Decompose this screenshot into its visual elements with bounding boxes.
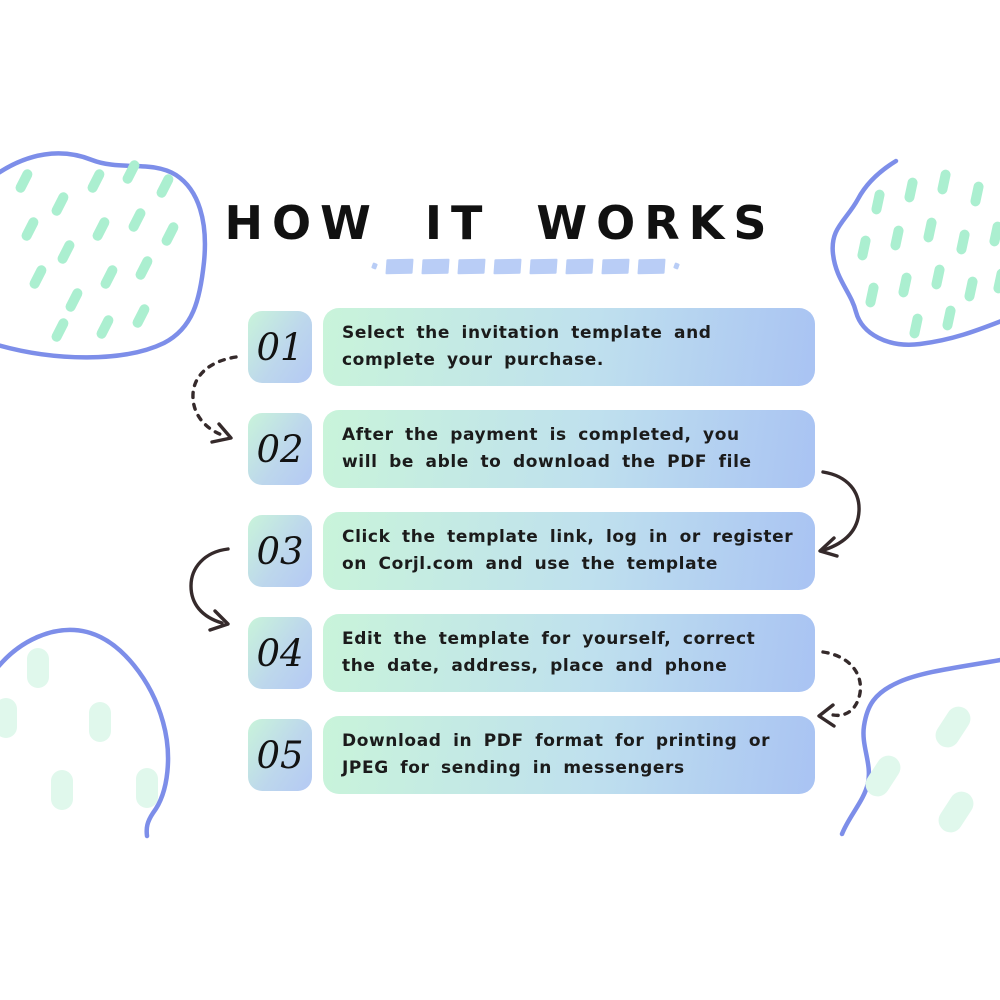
step-text-line: After the payment is completed, you	[342, 425, 740, 445]
step-number-badge-2: 02	[248, 413, 312, 485]
step-number-badge-3: 03	[248, 515, 312, 587]
step-description-box-1: Select the invitation template and compl…	[323, 308, 815, 386]
underline-segments	[385, 258, 666, 274]
step-text-line: Edit the template for yourself, correct	[342, 629, 756, 649]
step-text-line: JPEG for sending in messengers	[342, 758, 685, 778]
underline-segment	[601, 258, 630, 274]
blob-outline-top-left	[0, 151, 208, 360]
underline-segment	[493, 258, 522, 274]
underline-end-dot-right	[673, 262, 680, 270]
steps-list: 01 Select the invitation template and co…	[248, 308, 815, 818]
dashed-arrow-step1-step2-icon	[191, 355, 238, 444]
step-description-box-5: Download in PDF format for printing or J…	[323, 716, 815, 794]
step-text-line: Select the invitation template and	[342, 323, 712, 343]
step-text-line: the date, address, place and phone	[342, 656, 728, 676]
mint-dashes-top-right	[857, 169, 1000, 339]
underline-segment	[565, 258, 594, 274]
underline-segment	[457, 258, 486, 274]
blob-outline-bottom-right	[839, 657, 1000, 837]
step-row-1: 01 Select the invitation template and co…	[248, 308, 815, 386]
mint-dashes-top-left	[15, 160, 179, 342]
title-underline	[371, 257, 680, 275]
blob-outline-bottom-left	[0, 627, 171, 839]
solid-arrow-step2-step3-icon	[818, 470, 861, 558]
pale-pills-bottom-right	[865, 706, 974, 833]
step-number-badge-5: 05	[248, 719, 312, 791]
page-title: HOW IT WORKS	[224, 196, 776, 250]
step-row-4: 04 Edit the template for yourself, corre…	[248, 614, 815, 692]
step-text-line: will be able to download the PDF file	[342, 452, 752, 472]
underline-segment	[529, 258, 558, 274]
solid-arrow-step3-step4-icon	[189, 547, 230, 632]
step-row-2: 02 After the payment is completed, you w…	[248, 410, 815, 488]
underline-segment	[385, 258, 414, 274]
step-text-line: Download in PDF format for printing or	[342, 731, 771, 751]
step-description-box-2: After the payment is completed, you will…	[323, 410, 815, 488]
underline-segment	[421, 258, 450, 274]
step-number-badge-1: 01	[248, 311, 312, 383]
blob-outline-top-right	[830, 158, 1000, 347]
step-row-5: 05 Download in PDF format for printing o…	[248, 716, 815, 794]
step-description-box-3: Click the template link, log in or regis…	[323, 512, 815, 590]
step-description-box-4: Edit the template for yourself, correct …	[323, 614, 815, 692]
pale-pills-bottom-left	[0, 648, 158, 810]
underline-end-dot-left	[371, 262, 378, 270]
step-text-line: Click the template link, log in or regis…	[342, 527, 794, 547]
underline-segment	[637, 258, 666, 274]
dashed-arrow-step4-step5-icon	[817, 650, 863, 728]
step-text-line: on Corjl.com and use the template	[342, 554, 719, 574]
step-row-3: 03 Click the template link, log in or re…	[248, 512, 815, 590]
step-number-badge-4: 04	[248, 617, 312, 689]
step-text-line: complete your purchase.	[342, 350, 604, 370]
